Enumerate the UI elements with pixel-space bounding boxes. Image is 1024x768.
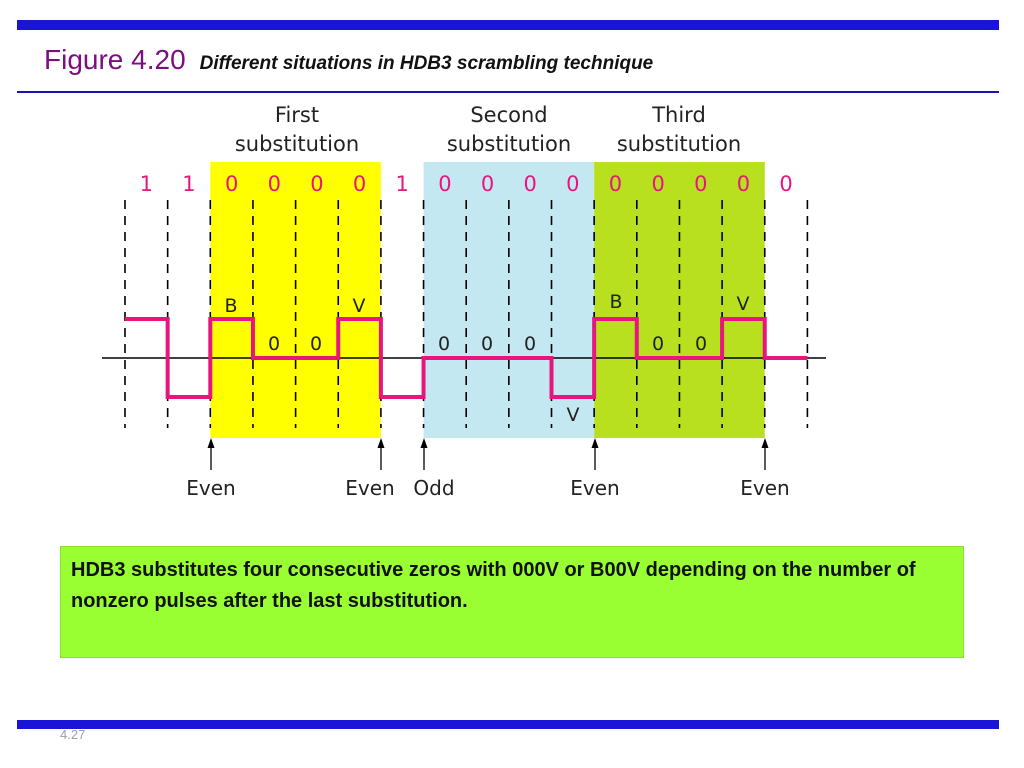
pulse-label-zero: 0 xyxy=(524,333,536,355)
region-third-title-line1: Third xyxy=(651,103,706,127)
parity-marker-labels: Even Even Odd Even Even xyxy=(186,476,789,500)
bit-label: 0 xyxy=(225,172,238,196)
bit-label: 0 xyxy=(737,172,750,196)
pulse-labels: B 0 0 V 0 0 0 V B 0 0 V xyxy=(224,291,749,426)
marker-label-even: Even xyxy=(345,476,394,500)
bit-label: 0 xyxy=(566,172,579,196)
bit-label: 0 xyxy=(651,172,664,196)
bottom-bar xyxy=(17,720,999,729)
region-titles: First substitution Second substitution T… xyxy=(235,103,741,156)
bit-label: 1 xyxy=(140,172,153,196)
bit-label: 0 xyxy=(438,172,451,196)
region-first-title-line1: First xyxy=(275,103,319,127)
figure-label: Figure 4.20 xyxy=(44,44,186,75)
pulse-label-zero: 0 xyxy=(695,333,707,355)
region-second-title-line1: Second xyxy=(470,103,547,127)
region-layer xyxy=(210,162,765,438)
explanation-box: HDB3 substitutes four consecutive zeros … xyxy=(60,546,964,658)
pulse-label-b-first: B xyxy=(224,295,237,317)
marker-label-odd: Odd xyxy=(413,476,454,500)
pulse-label-v-third: V xyxy=(737,293,750,315)
region-second-title-line2: substitution xyxy=(447,132,571,156)
arrow-up-icon xyxy=(420,438,428,448)
top-bar xyxy=(17,20,999,30)
marker-label-even: Even xyxy=(570,476,619,500)
figure-caption: Different situations in HDB3 scrambling … xyxy=(199,53,654,74)
pulse-label-v-first: V xyxy=(353,295,366,317)
pulse-label-b-third: B xyxy=(609,291,622,313)
parity-markers xyxy=(207,438,769,470)
pulse-label-zero: 0 xyxy=(268,333,280,355)
bit-label: 1 xyxy=(182,172,195,196)
hdb3-diagram: First substitution Second substitution T… xyxy=(102,103,826,500)
title-rule xyxy=(17,91,999,93)
pulse-label-zero: 0 xyxy=(438,333,450,355)
pulse-label-v-second: V xyxy=(567,404,580,426)
arrow-up-icon xyxy=(377,438,385,448)
bit-sequence: 1 1 0 0 0 0 1 0 0 0 0 0 0 0 0 0 xyxy=(140,172,793,196)
pulse-label-zero: 0 xyxy=(481,333,493,355)
region-first-title-line2: substitution xyxy=(235,132,359,156)
marker-label-even: Even xyxy=(186,476,235,500)
slide-title: Figure 4.20 Different situations in HDB3 … xyxy=(44,44,653,80)
arrow-up-icon xyxy=(207,438,215,448)
bit-label: 0 xyxy=(609,172,622,196)
bit-label: 0 xyxy=(310,172,323,196)
page-number: 4.27 xyxy=(60,727,86,742)
marker-label-even: Even xyxy=(740,476,789,500)
signal-waveform xyxy=(125,317,808,399)
region-third-title-line2: substitution xyxy=(617,132,741,156)
bit-label: 0 xyxy=(523,172,536,196)
pulse-label-zero: 0 xyxy=(310,333,322,355)
explanation-text: HDB3 substitutes four consecutive zeros … xyxy=(71,559,916,612)
pulse-label-zero: 0 xyxy=(652,333,664,355)
bit-label: 0 xyxy=(779,172,792,196)
arrow-up-icon xyxy=(591,438,599,448)
bit-label: 1 xyxy=(396,172,409,196)
bit-label: 0 xyxy=(268,172,281,196)
bit-boundaries xyxy=(124,200,809,428)
arrow-up-icon xyxy=(761,438,769,448)
bit-label: 0 xyxy=(694,172,707,196)
bit-label: 0 xyxy=(481,172,494,196)
bit-label: 0 xyxy=(353,172,366,196)
